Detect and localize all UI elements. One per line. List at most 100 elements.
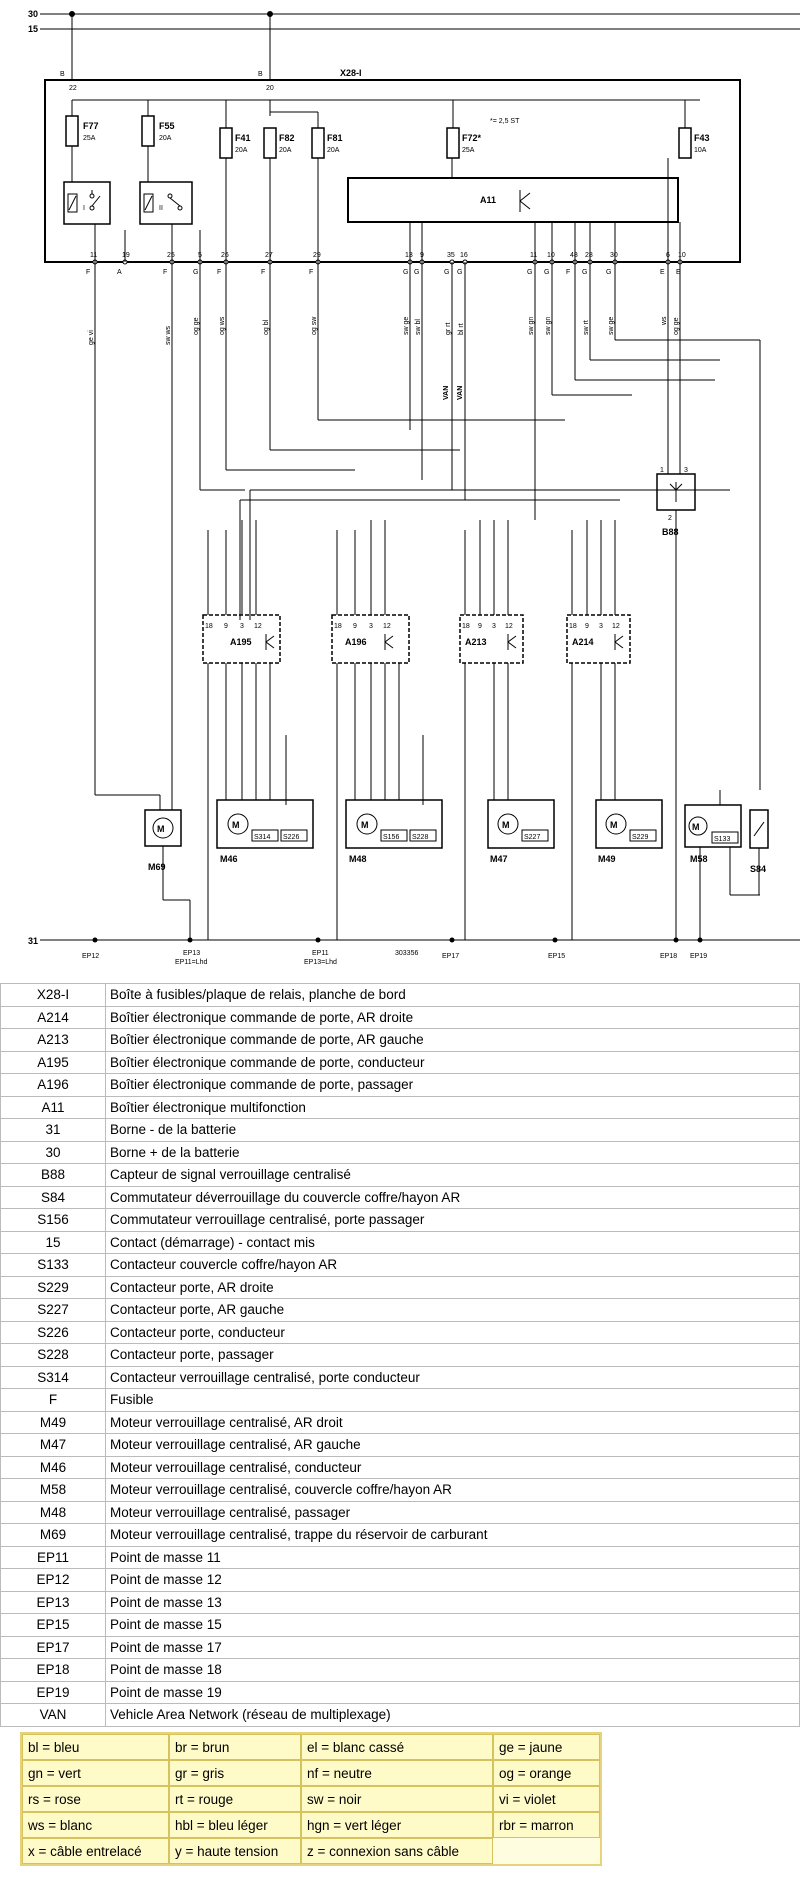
relay-1: I xyxy=(63,146,111,225)
pin-label: 18 xyxy=(205,623,213,630)
legend-description: Contacteur porte, AR droite xyxy=(105,1275,800,1299)
legend-code: 30 xyxy=(0,1140,106,1164)
fuse-f81: F81 20A xyxy=(311,127,343,159)
wire-label: sw ws xyxy=(165,325,172,345)
internal-wiring xyxy=(94,158,681,262)
fuse-f55: F55 20A xyxy=(141,115,175,147)
pin-label: 9 xyxy=(478,623,482,630)
fuse-f72-rating: 25A xyxy=(462,147,475,154)
pin-label: 11 xyxy=(90,252,97,259)
color-code-cell: gn = vert xyxy=(22,1760,169,1786)
pin-label: 30 xyxy=(610,252,618,259)
pin-label: 28 xyxy=(585,252,593,259)
pin-conn: G xyxy=(582,269,587,276)
m46-label: M46 xyxy=(220,854,238,864)
color-code-cell: og = orange xyxy=(493,1760,600,1786)
wire-label: ge vi xyxy=(88,330,95,345)
legend-description: Moteur verrouillage centralisé, conducte… xyxy=(105,1455,800,1479)
ep11-label: EP11 xyxy=(312,950,329,957)
fuse-f41-label: F41 xyxy=(235,133,251,143)
m58-label: M58 xyxy=(690,854,708,864)
legend-description: Commutateur verrouillage centralisé, por… xyxy=(105,1208,800,1232)
legend-code: M46 xyxy=(0,1455,106,1479)
pin-label: 48 xyxy=(570,252,578,259)
legend-description: Point de masse 12 xyxy=(105,1568,800,1592)
b88-pin2: 2 xyxy=(668,515,672,522)
color-code-cell: z = connexion sans câble xyxy=(301,1838,493,1864)
rail-15-label: 15 xyxy=(28,24,38,34)
b88-pin1: 1 xyxy=(660,467,664,474)
fuse-f77: F77 25A xyxy=(65,115,99,147)
pin-label: 27 xyxy=(265,252,273,259)
a196-label: A196 xyxy=(345,637,367,647)
legend-code: M48 xyxy=(0,1500,106,1524)
pin-conn: A xyxy=(117,269,122,276)
fuse-f72-label: F72* xyxy=(462,133,482,143)
fuse-f41-rating: 20A xyxy=(235,147,248,154)
pin-conn: G xyxy=(527,269,532,276)
legend-description: Boîtier électronique commande de porte, … xyxy=(105,1073,800,1097)
m49-label: M49 xyxy=(598,854,616,864)
fuse-f81-label: F81 xyxy=(327,133,343,143)
legend-description: Fusible xyxy=(105,1388,800,1412)
legend-description: Borne + de la batterie xyxy=(105,1140,800,1164)
relay-2: II xyxy=(139,146,193,225)
pin-label: 3 xyxy=(599,623,603,630)
ref-label: 303356 xyxy=(395,950,418,957)
legend-code: A195 xyxy=(0,1050,106,1074)
svg-text:M: M xyxy=(232,820,240,830)
pin-label: 18 xyxy=(462,623,470,630)
wire-label: gr rt xyxy=(445,323,452,336)
legend-code: X28-I xyxy=(0,983,106,1007)
actuator-m49: M S229 M49 xyxy=(595,799,663,864)
legend-description: Moteur verrouillage centralisé, AR gauch… xyxy=(105,1433,800,1457)
legend-code: EP17 xyxy=(0,1635,106,1659)
color-code-cell: gr = gris xyxy=(169,1760,301,1786)
fusebox-label: X28-I xyxy=(340,68,362,78)
fuse-f81-rating: 20A xyxy=(327,147,340,154)
wire-label: sw bl xyxy=(415,319,422,335)
legend-description: Point de masse 18 xyxy=(105,1658,800,1682)
fuse-f82-rating: 20A xyxy=(279,147,292,154)
svg-text:M: M xyxy=(692,822,700,832)
actuator-m58: M S133 M58 xyxy=(684,790,760,940)
legend-description: Moteur verrouillage centralisé, passager xyxy=(105,1500,800,1524)
door-module-a195: A195 18 9 3 12 xyxy=(202,614,281,664)
s228-label: S228 xyxy=(412,834,428,841)
wire-label: sw gn xyxy=(528,317,535,335)
pin-label: 11 xyxy=(530,252,537,259)
fuse-f72: F72* 25A xyxy=(446,127,482,159)
color-code-cell: rs = rose xyxy=(22,1786,169,1812)
legend-code: A214 xyxy=(0,1005,106,1029)
legend-code: EP15 xyxy=(0,1613,106,1637)
pin-label: 13 xyxy=(405,252,413,259)
color-code-cell: y = haute tension xyxy=(169,1838,301,1864)
pin-22: 22 xyxy=(69,85,77,92)
pin-label: 9 xyxy=(353,623,357,630)
legend-code: EP18 xyxy=(0,1658,106,1682)
pin-label: 16 xyxy=(460,252,468,259)
color-code-cell: x = câble entrelacé xyxy=(22,1838,169,1864)
legend-description: Contact (démarrage) - contact mis xyxy=(105,1230,800,1254)
van-label: VAN xyxy=(457,386,464,400)
s156-label: S156 xyxy=(383,834,399,841)
rail-31-label: 31 xyxy=(28,936,38,946)
pin-conn: G xyxy=(457,269,462,276)
legend-code: S314 xyxy=(0,1365,106,1389)
legend-code: M58 xyxy=(0,1478,106,1502)
pin-label: 35 xyxy=(447,252,455,259)
